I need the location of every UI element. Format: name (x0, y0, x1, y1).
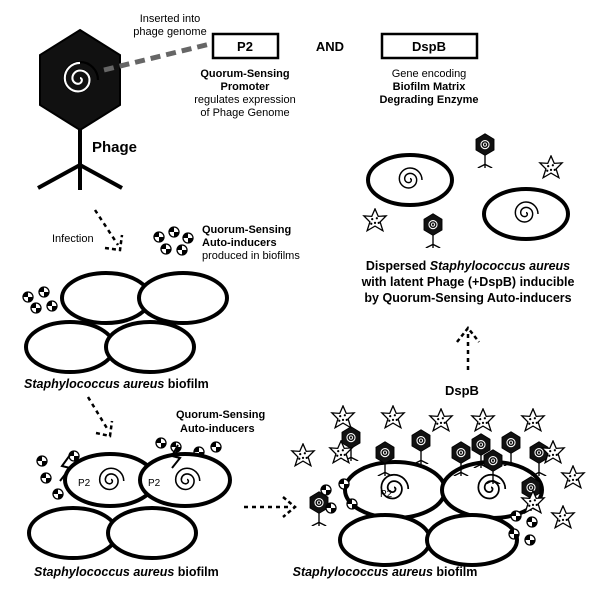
p2-small-label-3: P2 (380, 489, 393, 500)
and-label: AND (316, 39, 344, 54)
qs-promoter-line-3: regulates expression (194, 94, 296, 106)
biofilm-2-species: Staphylococcus aureus (34, 565, 174, 579)
dspb-box-label: DspB (412, 39, 446, 54)
gene-line-1: Gene encoding (392, 68, 467, 80)
biofilm-3-species: Staphylococcus aureus (293, 565, 433, 579)
signal-bolt-icons (59, 444, 182, 482)
biofilm-2-suffix: biofilm (174, 565, 218, 579)
dispersed-line-1b: Staphylococcus aureus (430, 259, 570, 273)
dispersed-line-2: with latent Phage (+DspB) inducible (361, 275, 575, 289)
qs-auto-line-3: produced in biofilms (202, 250, 300, 262)
biofilm-2-caption: Staphylococcus aureus biofilm (34, 565, 219, 579)
qs-auto-b-line-2: Auto-inducers (180, 423, 255, 435)
inserted-label-2: phage genome (133, 26, 206, 38)
p2-box (211, 32, 280, 60)
qs-promoter-line-1: Quorum-Sensing (200, 68, 289, 80)
qs-promoter-line-4: of Phage Genome (200, 107, 289, 119)
insertion-dashed-line (103, 41, 211, 73)
infection-arrow (93, 209, 124, 252)
dspb-box (380, 32, 479, 60)
dispersed-line-3: by Quorum-Sensing Auto-inducers (364, 291, 571, 305)
biofilm-1 (24, 271, 229, 374)
dspb-arrow-label: DspB (445, 383, 479, 398)
p2-box-label: P2 (237, 39, 253, 54)
qs-promoter-line-2: Promoter (221, 81, 271, 93)
biofilm-1-caption: Staphylococcus aureus biofilm (24, 377, 209, 391)
biofilm-2 (27, 452, 232, 560)
biofilm-3 (338, 460, 544, 567)
arrow-biofilm2-to-biofilm3 (244, 496, 297, 518)
infection-label: Infection (52, 233, 94, 245)
dispersed-line-1a: Dispersed (366, 259, 430, 273)
large-phage-icon (37, 28, 123, 190)
p2-small-label-2: P2 (148, 478, 161, 489)
qs-auto-line-2: Auto-inducers (202, 237, 277, 249)
phage-label: Phage (92, 139, 137, 156)
biofilm-1-species: Staphylococcus aureus (24, 377, 164, 391)
dispersed-line-1: Dispersed Staphylococcus aureus (366, 259, 570, 273)
p2-small-label-1: P2 (78, 478, 91, 489)
arrow-biofilm3-to-dispersed (456, 325, 480, 370)
dispersed-cells (366, 153, 570, 241)
biofilm-3-suffix: biofilm (433, 565, 477, 579)
arrow-biofilm1-to-biofilm2 (86, 396, 114, 438)
inserted-label-1: Inserted into (140, 13, 201, 25)
qs-auto-line-1: Quorum-Sensing (202, 224, 291, 236)
gene-line-3: Degrading Enzyme (379, 94, 478, 106)
phage-genome-spiral-icon (63, 61, 91, 93)
biofilm-3-caption: Staphylococcus aureus biofilm (293, 565, 478, 579)
biofilm-1-suffix: biofilm (164, 377, 208, 391)
gene-line-2: Biofilm Matrix (393, 81, 467, 93)
qs-auto-b-line-1: Quorum-Sensing (176, 409, 265, 421)
